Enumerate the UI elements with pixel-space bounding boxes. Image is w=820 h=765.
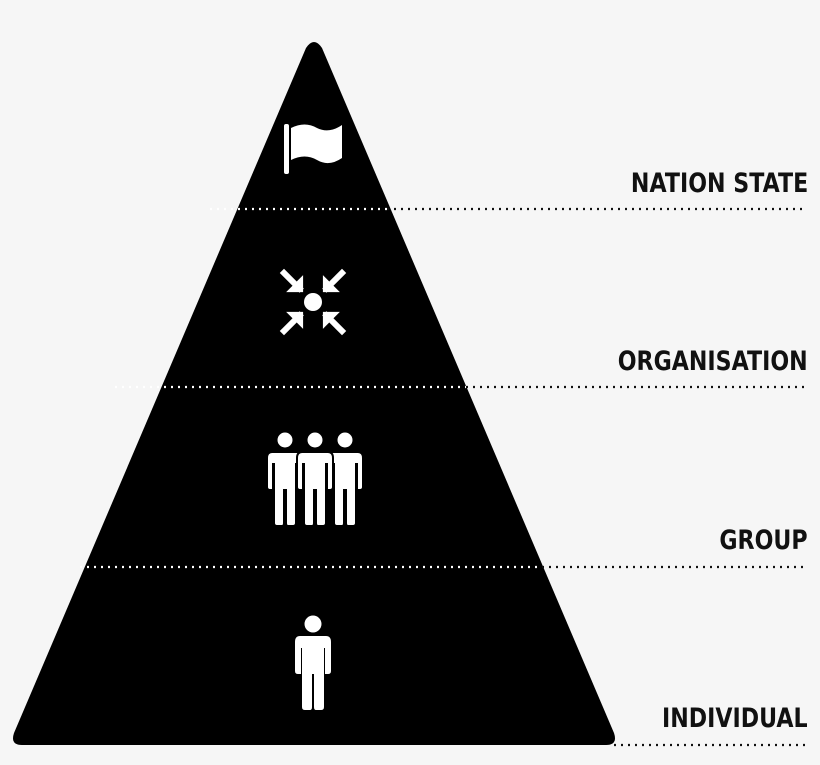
level-label-organisation: ORGANISATION	[618, 346, 808, 377]
level-label-nation-state: NATION STATE	[630, 168, 808, 199]
level-label-group: GROUP	[719, 525, 808, 556]
people-group-icon	[266, 430, 364, 527]
pyramid-shape	[13, 42, 615, 745]
level-leader-lines	[80, 207, 806, 747]
flag-icon	[284, 124, 342, 174]
level-label-individual: INDIVIDUAL	[662, 703, 808, 734]
